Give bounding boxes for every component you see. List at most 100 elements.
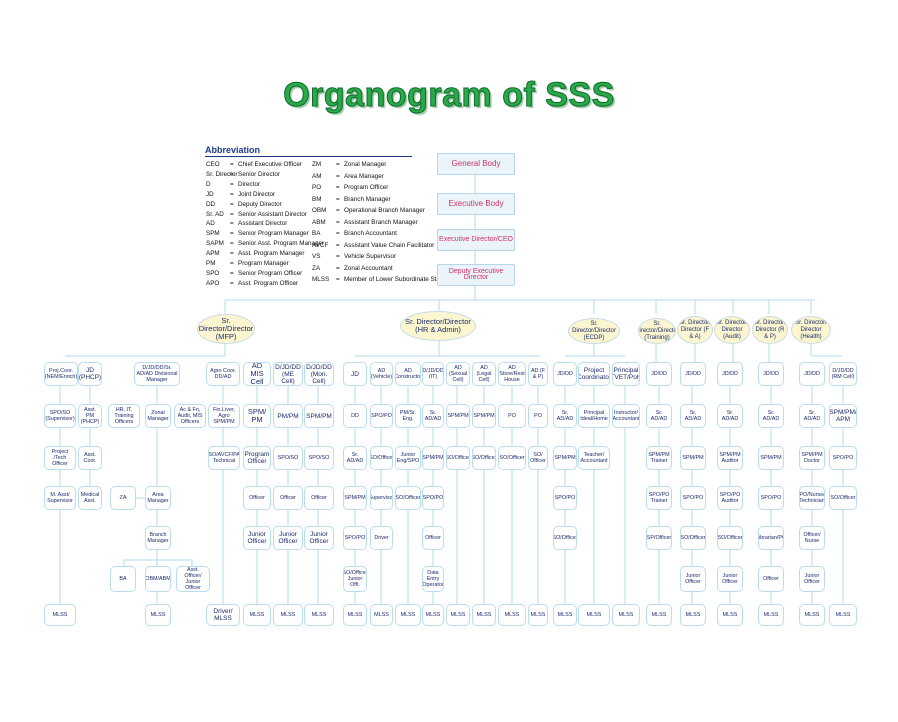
node-spm-pm-sexual: SPM/PM: [446, 404, 470, 428]
equals-sign: =: [230, 220, 234, 228]
director-training: Sr. Director/Director (Training): [638, 318, 676, 344]
node-spm-auditor: SPM/PM Auditor: [717, 446, 743, 470]
abbreviation-key: JD: [206, 190, 214, 198]
equals-sign: =: [336, 184, 340, 191]
equals-sign: =: [336, 241, 340, 249]
unit-jd-me: D/JD/DD (ME Cell): [273, 362, 303, 386]
abbreviation-row: AM=Area Manager: [312, 173, 384, 180]
mlss-box: MLSS: [799, 604, 825, 626]
mlss-box: MLSS: [553, 604, 577, 626]
director-audit: Sr. Director/ Director (Audit): [714, 316, 750, 344]
node-so-junior-officer: SO/Officer Junior Offi.: [343, 566, 367, 592]
unit-dd-it: D/JD/DD (IT): [422, 362, 444, 386]
equals-sign: =: [230, 200, 234, 208]
node-junior-officer-mon: Junior Officer: [304, 526, 334, 550]
unit-ad-fp: AD (F & P): [528, 362, 548, 386]
node-spo-so-mon: SPO/SO: [304, 446, 334, 470]
unit-jd-rm: D/JD/DD (RM Cell): [829, 362, 857, 386]
abbreviation-row: OBM=Operational Branch Manager: [312, 207, 425, 214]
abbreviation-value: Deputy Director: [238, 200, 282, 208]
general-body-box: General Body: [437, 153, 515, 175]
node-sr-ad-fa: Sr. AD/AD: [680, 404, 706, 428]
node-za: ZA: [110, 486, 136, 510]
abbreviation-row: PM=Program Manager: [206, 260, 289, 267]
node-area-manager: Area Manager: [145, 486, 171, 510]
page-title: Organogram of SSS: [283, 76, 615, 115]
node-asst-pm: Asst. PM (PHCP): [78, 404, 102, 428]
abbreviation-key: DD: [206, 200, 216, 208]
node-spm-pm-hr: SPM/PM: [343, 486, 367, 510]
mlss-box: MLSS: [370, 604, 393, 626]
abbreviation-value: Joint Director: [238, 190, 276, 198]
node-junior-officer-health: Junior Officer: [799, 566, 825, 592]
abbreviation-value: Asst. Program Officer: [238, 279, 299, 287]
unit-jd-audit: JD/DD: [717, 362, 743, 386]
abbreviation-row: MLSS=Member of Lower Subordinate Staff: [312, 276, 443, 283]
unit-jd-health: JD/DD: [799, 362, 825, 386]
node-so-officer-legal: SO/Officer: [472, 446, 496, 470]
node-officer-mon: Officer: [304, 486, 334, 510]
node-spo-po-hr: SPO/PO: [343, 526, 367, 550]
node-spo-trainer: SPO/PO Trainer: [646, 486, 672, 510]
abbreviation-row: CEO=Chief Executive Officer: [206, 161, 302, 168]
abbreviation-value: Zonal Manager: [344, 161, 387, 168]
node-so-officer-fa: SO/Officer: [680, 526, 706, 550]
node-spm-pm-fa: SPM/PM: [680, 446, 706, 470]
mlss-box: MLSS: [395, 604, 421, 626]
node-principal-ideal: Principal Ideal/Home: [578, 404, 610, 428]
abbreviation-value: Member of Lower Subordinate Staff: [344, 276, 444, 283]
unit-jd-training: JD/DD: [646, 362, 672, 386]
node-program-officer: Program Officer: [243, 446, 271, 470]
node-junior-eng: Junior Eng/SPO: [395, 446, 421, 470]
unit-ad-mis: AD MIS Cell: [243, 362, 271, 386]
director-rp: Sr. Director/ Director (R & P): [752, 316, 788, 344]
node-sr-ad-it: Sr. AD/AD: [422, 404, 444, 428]
abbreviation-value: Senior Program Officer: [238, 269, 303, 277]
equals-sign: =: [336, 172, 340, 180]
abbreviation-key: BM: [312, 195, 322, 203]
node-teacher: Teacher/ Accountant: [578, 446, 610, 470]
equals-sign: =: [230, 260, 234, 267]
node-junior-officer-audit: Junior Officer: [717, 566, 743, 592]
abbreviation-value: Branch Accountant: [344, 230, 397, 237]
equals-sign: =: [230, 190, 234, 198]
node-sr-ad-training: Sr. AD/AD: [646, 404, 672, 428]
node-spo-po-rm: SPO/PO: [829, 446, 857, 470]
equals-sign: =: [230, 279, 234, 287]
node-spm-trainer: SPM/PM Trainer: [646, 446, 672, 470]
node-so-officer-store: SO/Officer: [498, 446, 526, 470]
abbreviation-value: Program Officer: [344, 184, 389, 191]
node-spm-pm-legal: SPM/PM: [472, 404, 496, 428]
node-spo-so-me: SPO/SO: [273, 446, 303, 470]
equals-sign: =: [230, 210, 234, 218]
abbreviation-key: AVCF: [312, 241, 329, 249]
mlss-box: MLSS: [472, 604, 496, 626]
abbreviation-value: Operational Branch Manager: [344, 207, 425, 214]
mlss-box: MLSS: [646, 604, 672, 626]
node-so-officer-constructor: SO/Officer: [395, 486, 421, 510]
node-asst-coor: Asst. Coor.: [78, 446, 102, 470]
node-so-officer-ecdp: SO/Officer: [553, 526, 577, 550]
abbreviation-key: D: [206, 180, 211, 188]
node-instructor: Instructor/ Accountant: [612, 404, 640, 428]
director-mfp: Sr. Director/Director (MFP): [197, 314, 255, 344]
abbreviation-value: Chief Executive Officer: [238, 161, 302, 168]
node-officer-me: Officer: [273, 486, 303, 510]
abbreviation-row: SPO=Senior Program Officer: [206, 270, 302, 277]
unit-divisional-manager: D/JD/DD/Sr. AD/AD Divisional Manager: [134, 362, 180, 386]
driver-mlss-box: Driver/ MLSS: [206, 604, 240, 626]
abbreviation-row: VS=Vehicle Supervisor: [312, 253, 396, 260]
mlss-box: MLSS: [578, 604, 610, 626]
abbreviation-value: Vehicle Supervisor: [344, 253, 397, 260]
mlss-box: MLSS: [717, 604, 743, 626]
node-spo-po-rp: SPO/PO: [758, 486, 784, 510]
abbreviation-row: PO=Program Officer: [312, 184, 388, 191]
mlss-box: MLSS: [422, 604, 444, 626]
equals-sign: =: [336, 218, 340, 226]
unit-jd-ecdp: JD/DD: [553, 362, 577, 386]
unit-ad-constructor: AD (Constructor): [395, 362, 421, 386]
abbreviation-row: AVCF=Assistant Value Chain Facilitator: [312, 242, 434, 249]
node-sr-ad-rp: Sr. AD/AD: [758, 404, 784, 428]
node-officer-it: Officer: [422, 526, 444, 550]
abbreviation-row: ZM=Zonal Manager: [312, 161, 386, 168]
